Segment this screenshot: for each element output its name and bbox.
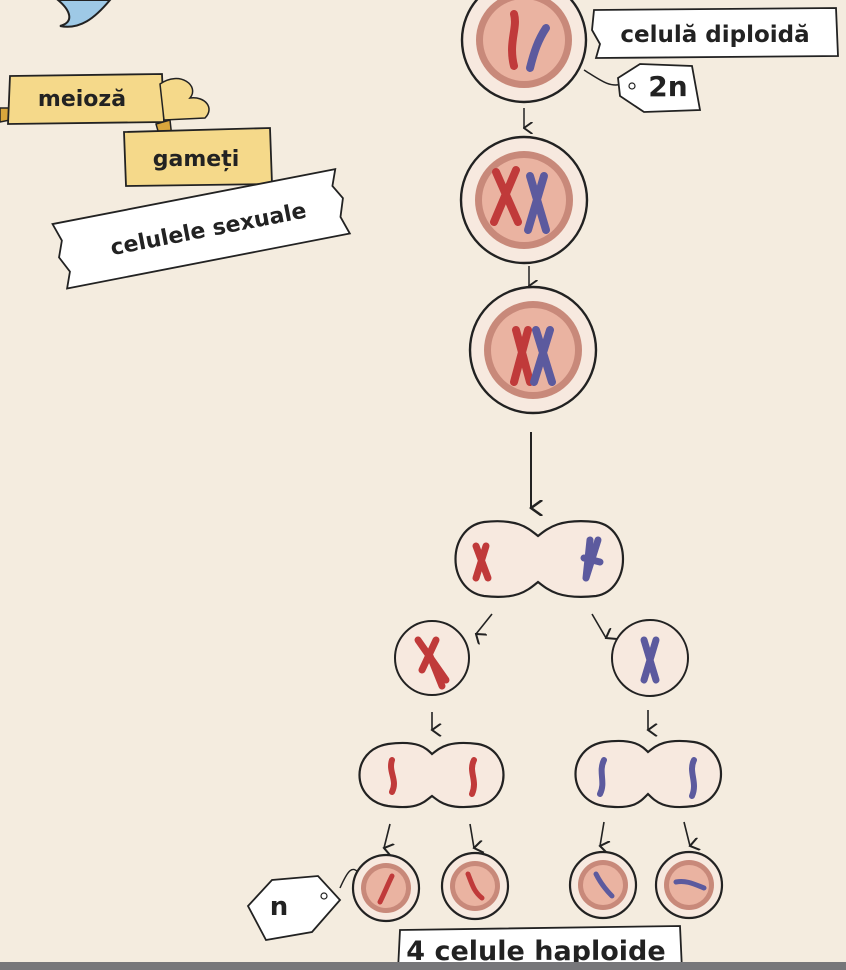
arrow-6a <box>384 823 390 848</box>
chromosome-blue <box>526 24 550 72</box>
bottom-scrollbar[interactable] <box>0 962 846 970</box>
tag-n: n <box>246 868 359 941</box>
tag-celule-haploide: 4 celule haploide <box>397 925 683 970</box>
gamete-4 <box>654 850 724 920</box>
label-celule-haploide: 4 celule haploide <box>406 936 665 967</box>
gamete-2 <box>440 851 510 921</box>
cell-dividing-2-left <box>358 741 505 809</box>
decorative-ribbon <box>56 0 112 28</box>
arrow-6d <box>683 821 690 846</box>
cell-paired <box>468 285 598 415</box>
cell-replicated <box>459 135 589 265</box>
label-celula-diploida: celulă diploidă <box>620 22 809 48</box>
chromosome-red <box>508 10 519 70</box>
cell-blue-secondary <box>611 619 689 697</box>
banner-gameti: gameți <box>123 119 273 187</box>
tag-2n: 2n <box>583 63 702 113</box>
label-gameti: gameți <box>153 147 240 172</box>
cell-red-secondary <box>394 620 470 696</box>
cell-dividing-1 <box>454 520 625 598</box>
gamete-1 <box>351 853 421 923</box>
label-meioza: meioză <box>38 87 126 112</box>
arrow-6c <box>600 821 604 846</box>
arrow-4a <box>476 613 493 634</box>
gamete-3 <box>568 850 638 920</box>
label-2n: 2n <box>648 70 687 103</box>
banner-meioza: meioză <box>0 73 210 125</box>
cell-diploid <box>460 0 588 104</box>
tag-celulele-sexuale: celulele sexuale <box>51 167 352 290</box>
arrow-6b <box>469 823 474 848</box>
cell-dividing-2-right <box>574 739 723 809</box>
arrow-4b <box>591 613 606 638</box>
label-n: n <box>270 892 289 922</box>
tag-celula-diploida: celulă diploidă <box>591 7 839 59</box>
